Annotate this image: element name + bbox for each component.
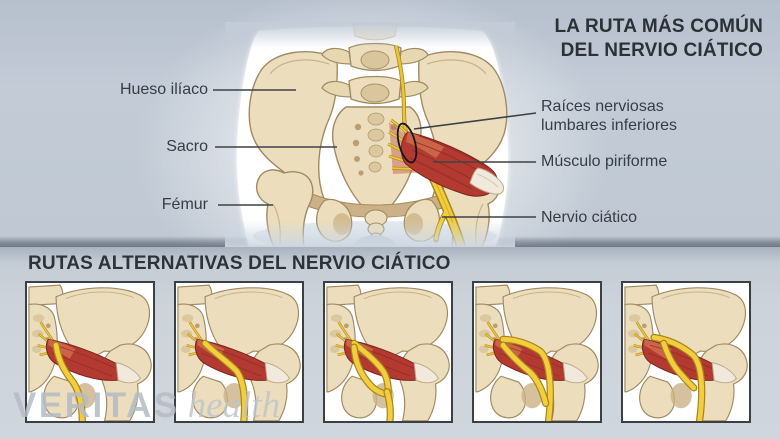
bottom-fade (225, 220, 515, 247)
label-nervio-ciatico: Nervio ciático (541, 209, 638, 226)
label-raices-nerviosas: Raíces nerviosas lumbares inferiores (541, 98, 678, 134)
alt-route-thumbnail-3-split-through-below (323, 281, 453, 423)
nerve-roots-highlight-ellipse (396, 122, 418, 164)
alternative-routes-row (25, 281, 751, 423)
top-fade (225, 22, 515, 48)
alt-route-thumbnail-1-below (25, 281, 155, 423)
label-sacro: Sacro (166, 138, 208, 155)
label-musculo-piriforme: Músculo piriforme (541, 153, 668, 170)
main-title-line2: DEL NERVIO CIÁTICO (560, 40, 763, 61)
main-title: LA RUTA MÁS COMÚN DEL NERVIO CIÁTICO (554, 15, 763, 63)
alt-route-thumbnail-4-split-above-through (472, 281, 602, 423)
label-hueso-iliaco: Hueso ilíaco (119, 81, 208, 98)
alternatives-heading: RUTAS ALTERNATIVAS DEL NERVIO CIÁTICO (28, 253, 451, 274)
main-title-line1: LA RUTA MÁS COMÚN (554, 16, 763, 37)
main-pelvis-illustration (225, 22, 515, 247)
alt-route-thumbnail-2-through (174, 281, 304, 423)
label-femur: Fémur (161, 196, 208, 213)
alt-route-thumbnail-5-above (621, 281, 751, 423)
piriformis-muscle (400, 131, 505, 197)
